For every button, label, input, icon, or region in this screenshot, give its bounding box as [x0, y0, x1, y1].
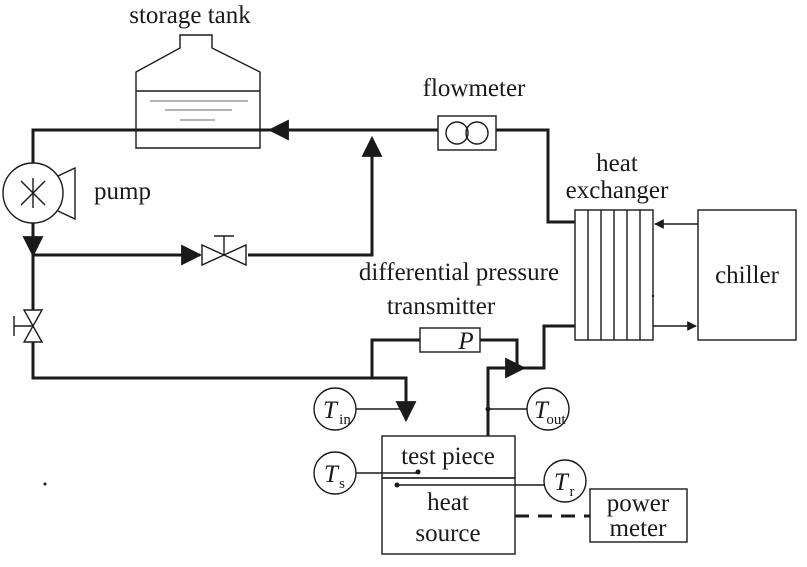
- power-meter: power meter: [515, 488, 688, 543]
- chiller-label: chiller: [715, 262, 780, 289]
- heat-source: heat source: [381, 477, 516, 555]
- dp-label-line2: transmitter: [387, 293, 496, 320]
- dp-symbol: P: [457, 328, 473, 355]
- test-piece-label: test piece: [401, 443, 495, 470]
- heat-source-label-line2: source: [415, 520, 480, 547]
- main-valve: [13, 309, 44, 343]
- chiller: chiller: [653, 209, 797, 341]
- stray-dot: [651, 294, 655, 298]
- flowmeter-label: flowmeter: [423, 75, 526, 102]
- sensor-t-out: T out: [485, 387, 570, 431]
- power-meter-label-line1: power: [607, 490, 670, 517]
- sensor-t-s: T s: [313, 451, 421, 495]
- storage-tank-label: storage tank: [129, 2, 251, 29]
- svg-text:r: r: [570, 484, 575, 500]
- svg-text:s: s: [339, 476, 345, 492]
- svg-text:T: T: [324, 461, 340, 488]
- bypass-valve: [201, 235, 247, 267]
- differential-pressure-transmitter: P differential pressure transmitter: [359, 259, 559, 355]
- sensor-t-r: T r: [394, 459, 587, 503]
- heat-exchanger-label-line1: heat: [596, 150, 638, 177]
- svg-text:T: T: [554, 469, 570, 496]
- svg-text:out: out: [546, 412, 566, 428]
- test-piece: test piece: [381, 435, 516, 479]
- heat-source-label-line1: heat: [427, 489, 469, 516]
- svg-text:in: in: [339, 412, 351, 428]
- dp-label-line1: differential pressure: [359, 259, 559, 286]
- heat-exchanger-label-line2: exchanger: [566, 177, 669, 204]
- svg-text:T: T: [534, 397, 550, 424]
- pump: pump: [2, 162, 151, 224]
- stray-dot: [43, 482, 47, 486]
- pump-label: pump: [94, 178, 151, 205]
- sensor-t-in: T in: [313, 387, 409, 431]
- heat-exchanger: heat exchanger: [566, 150, 669, 341]
- power-meter-label-line2: meter: [610, 515, 668, 542]
- flowmeter: flowmeter: [423, 75, 526, 151]
- pipework: [22, 119, 575, 436]
- storage-tank: storage tank: [129, 2, 261, 149]
- svg-text:T: T: [323, 397, 339, 424]
